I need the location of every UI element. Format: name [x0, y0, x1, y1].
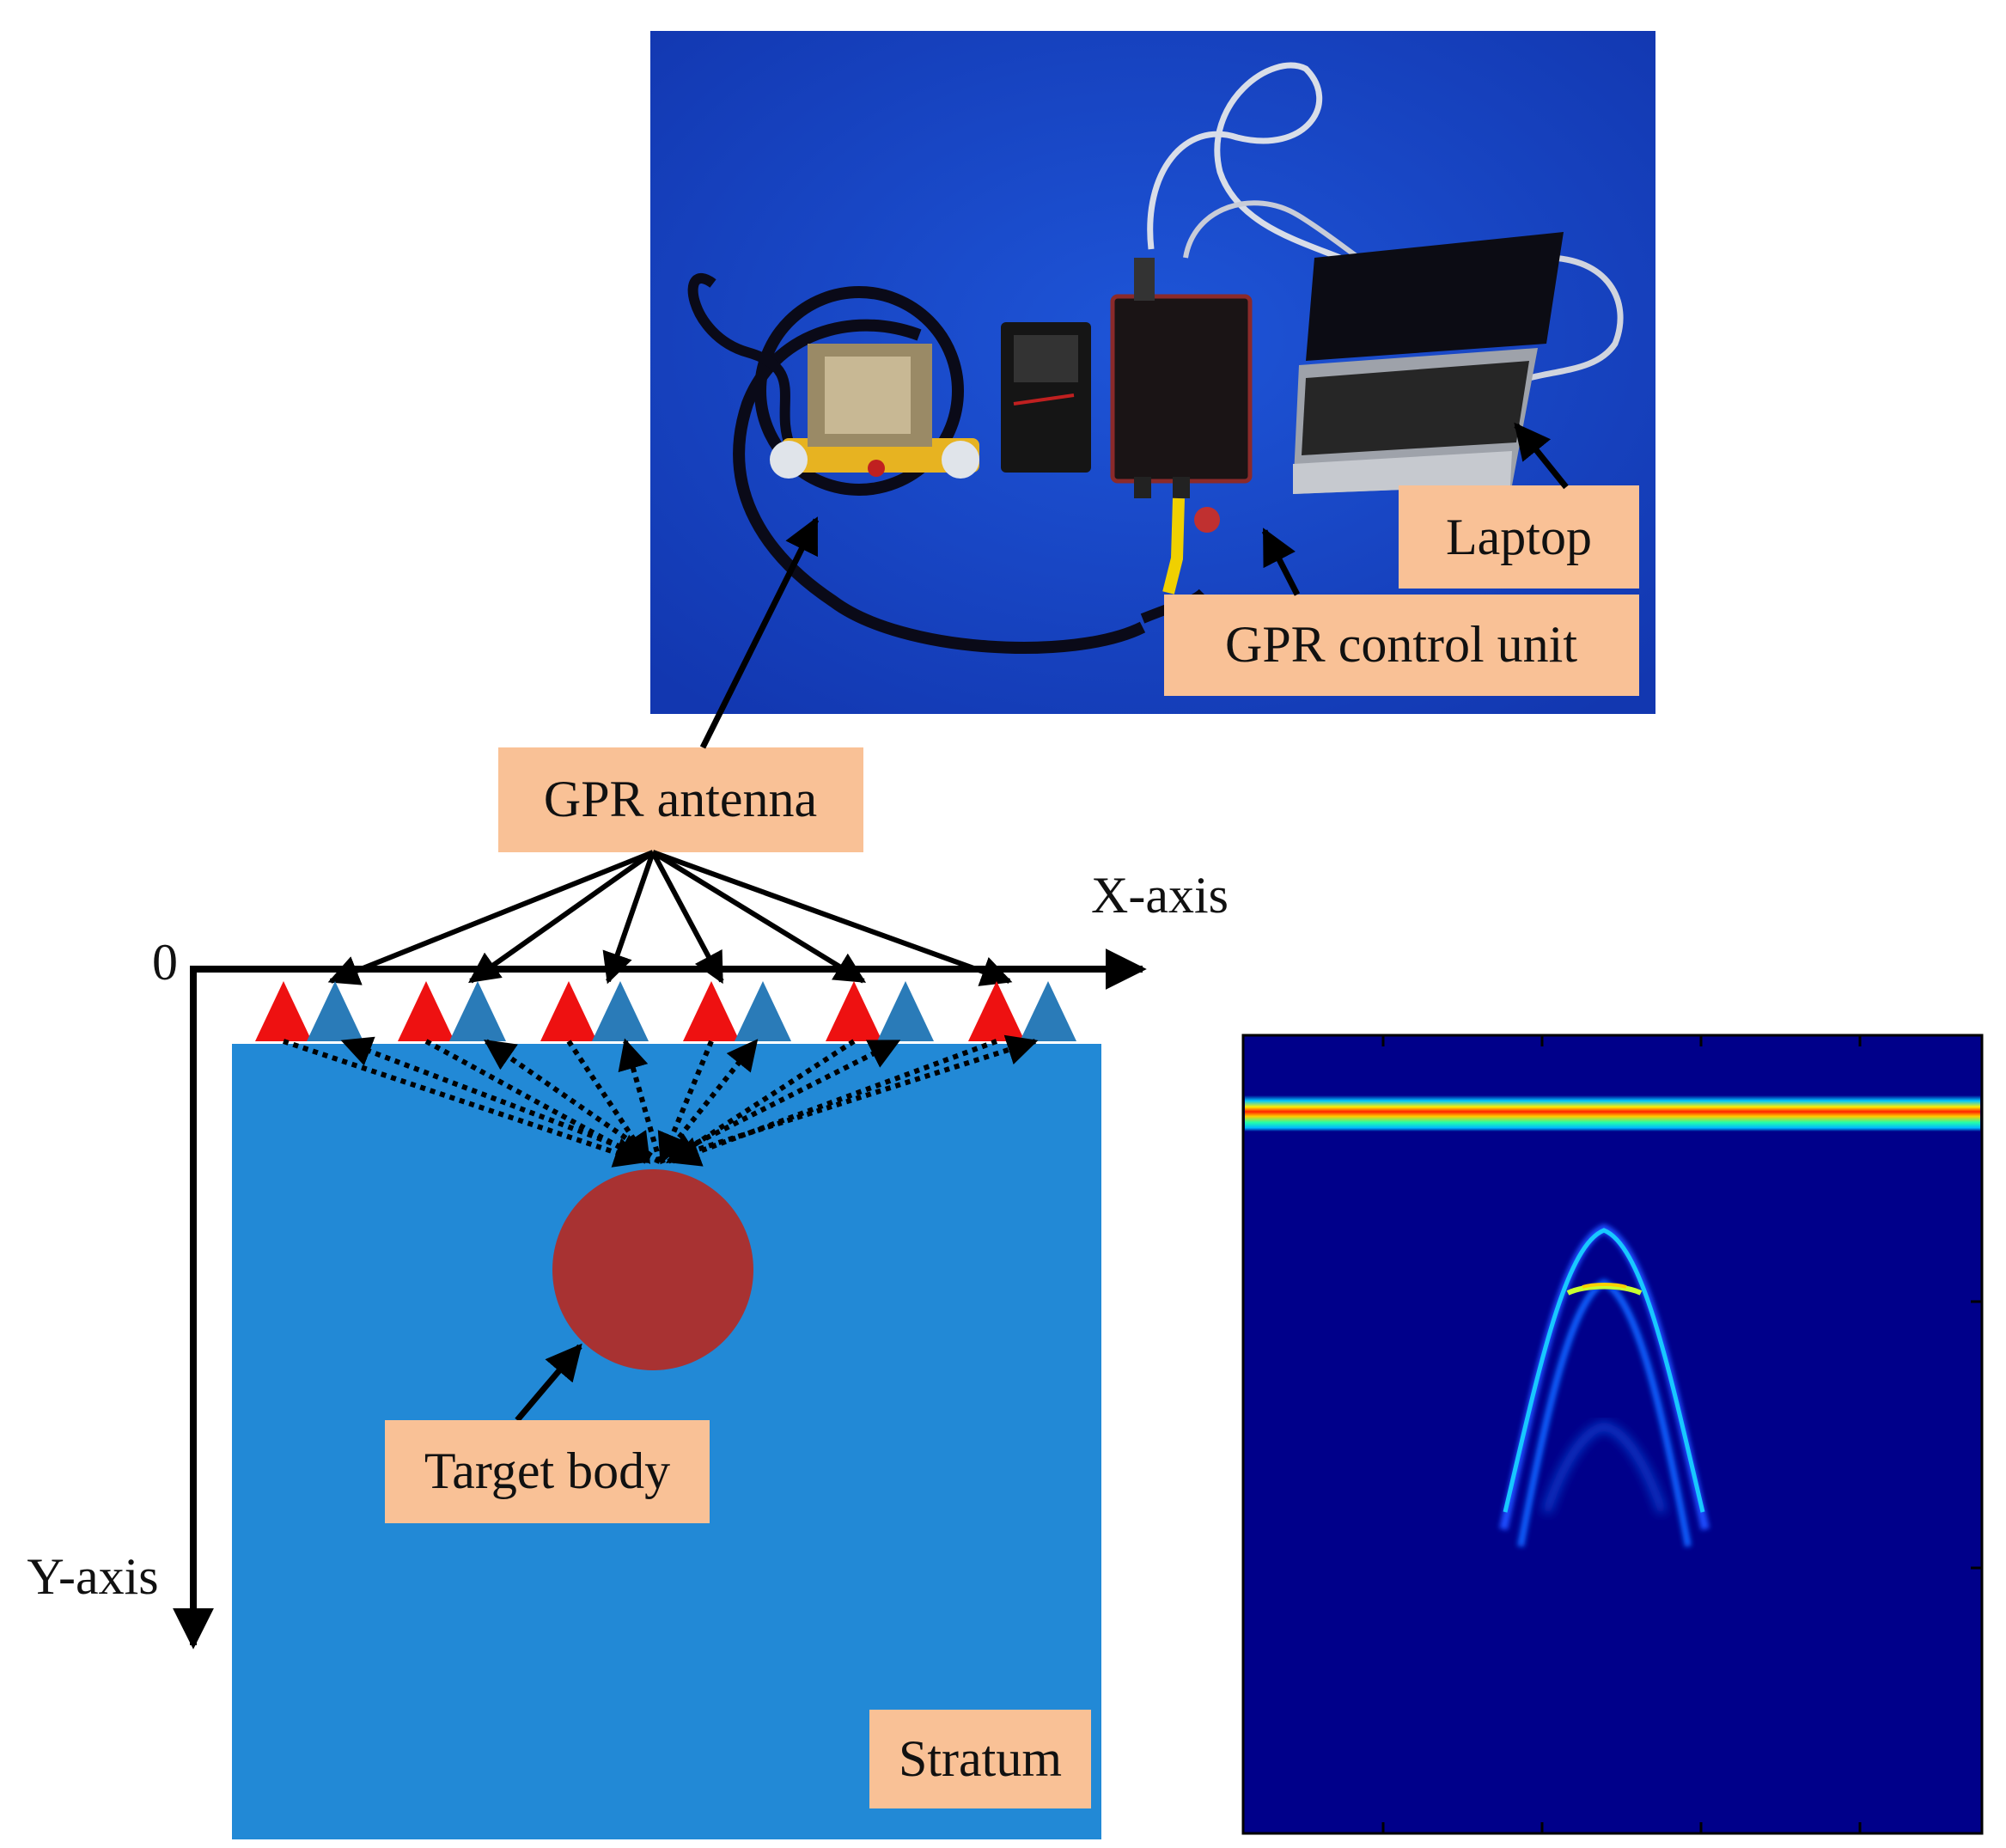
- gpr-antenna-photo-icon: [770, 344, 979, 479]
- target-body: [552, 1169, 753, 1370]
- ray-paths: [283, 1034, 1039, 1168]
- target-arrow: [515, 1343, 582, 1423]
- svg-text:Stratum: Stratum: [899, 1730, 1062, 1787]
- stratum-label: Stratum: [869, 1710, 1091, 1808]
- receiver-icon: [449, 981, 506, 1041]
- svg-text:GPR control unit: GPR control unit: [1225, 616, 1577, 673]
- control-unit-arrow: [1261, 528, 1301, 596]
- battery-photo-icon: [1001, 322, 1091, 473]
- antenna-photo-arrow: [699, 516, 820, 749]
- bscan-image: [1241, 1034, 1984, 1835]
- origin-label: 0: [152, 934, 178, 991]
- antenna-cable-icon: [733, 319, 1146, 654]
- direct-wave-band: [1245, 1095, 1980, 1131]
- x-axis-label: X-axis: [1091, 867, 1229, 924]
- antenna-cable-coil-icon: [754, 286, 964, 496]
- bscan-ticks: [1381, 1035, 1982, 1833]
- equipment-photo: [650, 31, 1655, 714]
- laptop-arrow: [1514, 422, 1569, 490]
- y-axis-label: Y-axis: [27, 1548, 158, 1605]
- receiver-icon: [307, 981, 363, 1041]
- transmitter-icon: [398, 981, 454, 1041]
- svg-text:GPR antenna: GPR antenna: [544, 771, 817, 827]
- receiver-icon: [592, 981, 649, 1041]
- antenna-pair-arrows: [327, 850, 1013, 986]
- receiver-icon: [877, 981, 934, 1041]
- laptop-photo-icon: [1293, 232, 1564, 494]
- antenna-array: [255, 981, 1076, 1041]
- transmitter-icon: [540, 981, 597, 1041]
- control-unit-label: GPR control unit: [1164, 595, 1639, 696]
- svg-text:Laptop: Laptop: [1446, 509, 1592, 565]
- transmitter-icon: [968, 981, 1025, 1041]
- hyperbola-reflection: [1499, 1223, 1710, 1547]
- gpr-antenna-label: GPR antenna: [498, 747, 863, 852]
- transmitter-icon: [683, 981, 740, 1041]
- receiver-icon: [1020, 981, 1076, 1041]
- svg-text:Target body: Target body: [424, 1442, 670, 1499]
- target-label: Target body: [385, 1420, 710, 1523]
- transmitter-icon: [255, 981, 312, 1041]
- transmitter-icon: [826, 981, 882, 1041]
- control-unit-photo-icon: [1110, 258, 1253, 595]
- laptop-label: Laptop: [1399, 485, 1639, 589]
- receiver-icon: [735, 981, 791, 1041]
